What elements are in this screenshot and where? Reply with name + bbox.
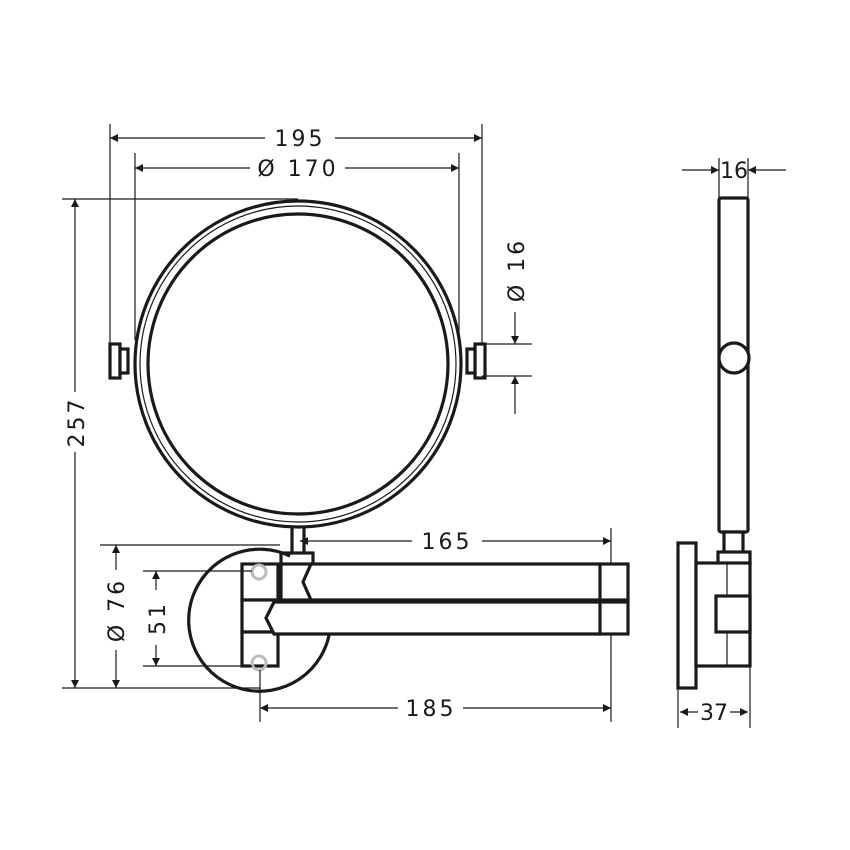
svg-text:185: 185: [406, 697, 457, 722]
mirror-neck: [279, 528, 315, 567]
dim-overall-height: 257: [62, 198, 298, 689]
dim-mirror-diameter: Ø 170: [134, 153, 460, 340]
dim-arm-length: 165: [300, 528, 612, 564]
svg-text:16: 16: [720, 159, 748, 184]
dim-pivot-knob-diameter: Ø 16: [482, 238, 532, 414]
swing-arm-lower: [264, 600, 630, 636]
mirror-head: [108, 199, 487, 529]
svg-text:Ø 16: Ø 16: [505, 238, 530, 302]
mirror-glass: [146, 212, 450, 516]
dim-overall-width: 195: [109, 124, 483, 344]
mounting-hole-top: [250, 563, 268, 581]
svg-text:165: 165: [422, 530, 473, 555]
dim-mirror-thickness: 16: [682, 158, 786, 198]
dim-wall-projection: 37: [677, 666, 751, 728]
front-view: 195 Ø 170 Ø 16 257: [62, 124, 630, 722]
svg-text:Ø 170: Ø 170: [257, 157, 338, 182]
dim-rosette-diameter: Ø 76: [100, 544, 280, 688]
mounting-hole-bottom: [250, 654, 268, 672]
swing-arm-upper: [279, 562, 630, 602]
svg-text:Ø 76: Ø 76: [105, 578, 130, 642]
mirror-outer-ring: [133, 199, 463, 529]
wall-plate: [676, 541, 698, 690]
svg-text:257: 257: [65, 397, 90, 448]
dim-arm-reach: 185: [259, 634, 612, 722]
side-pivot-knob: [717, 341, 751, 375]
svg-text:51: 51: [146, 601, 171, 635]
dim-hole-spacing: 51: [143, 570, 252, 667]
side-view: 16 37: [676, 158, 786, 728]
mirror-ring-line: [139, 205, 457, 523]
svg-text:195: 195: [275, 127, 326, 152]
svg-text:37: 37: [700, 701, 728, 726]
